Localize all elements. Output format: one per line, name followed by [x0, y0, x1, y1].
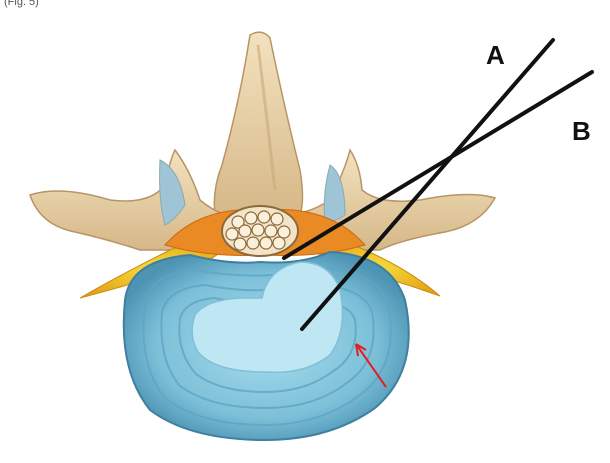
label-needle-b: B	[572, 116, 591, 146]
label-needle-a: A	[486, 40, 505, 70]
nucleus-pulposus	[191, 261, 344, 374]
spinous-process	[213, 31, 304, 216]
figure-caption-fragment: (Fig. 5)	[4, 0, 39, 8]
annulus-pointer-arrow	[355, 343, 387, 388]
vertebral-arch	[29, 31, 497, 251]
spinal-canal	[221, 205, 299, 257]
needle-b	[282, 70, 594, 260]
needle-a	[300, 38, 555, 331]
right-facet	[323, 164, 346, 223]
needles	[282, 38, 594, 331]
intervertebral-disc	[122, 250, 410, 442]
nerve-roots	[225, 210, 291, 251]
left-facet	[159, 159, 186, 226]
